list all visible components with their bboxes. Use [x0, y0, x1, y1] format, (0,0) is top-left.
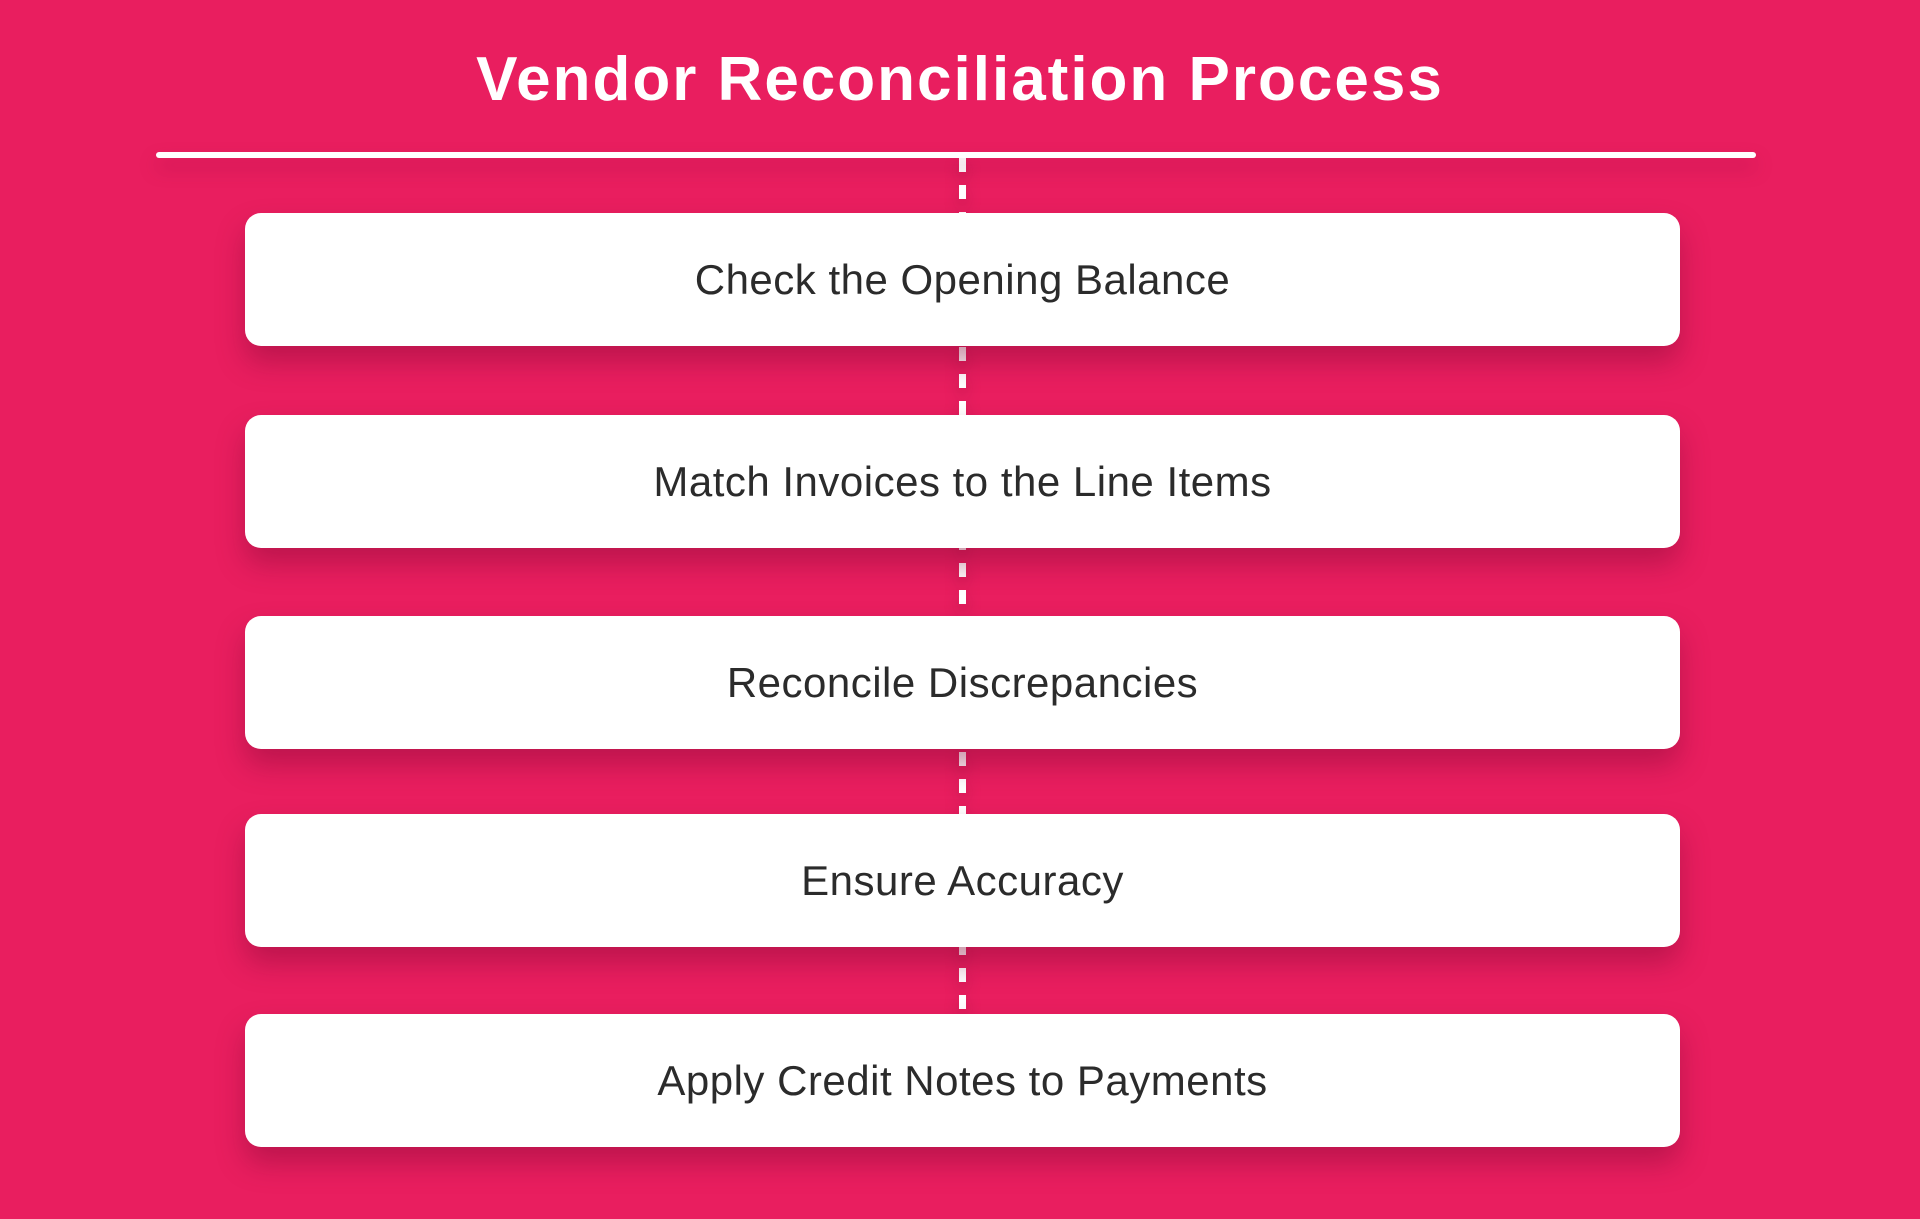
step-card-reconcile-discrepancies: Reconcile Discrepancies [245, 616, 1680, 749]
step-card-apply-credit-notes: Apply Credit Notes to Payments [245, 1014, 1680, 1147]
step-card-ensure-accuracy: Ensure Accuracy [245, 814, 1680, 947]
dashed-connector-line [959, 158, 966, 1014]
step-label: Ensure Accuracy [801, 856, 1124, 904]
step-label: Apply Credit Notes to Payments [657, 1056, 1268, 1104]
title-underline [156, 152, 1756, 158]
page-title: Vendor Reconciliation Process [476, 45, 1444, 114]
step-label: Match Invoices to the Line Items [653, 457, 1272, 505]
step-label: Reconcile Discrepancies [726, 658, 1199, 706]
step-card-match-invoices: Match Invoices to the Line Items [245, 415, 1680, 548]
step-label: Check the Opening Balance [694, 255, 1231, 303]
step-card-opening-balance: Check the Opening Balance [245, 213, 1680, 346]
